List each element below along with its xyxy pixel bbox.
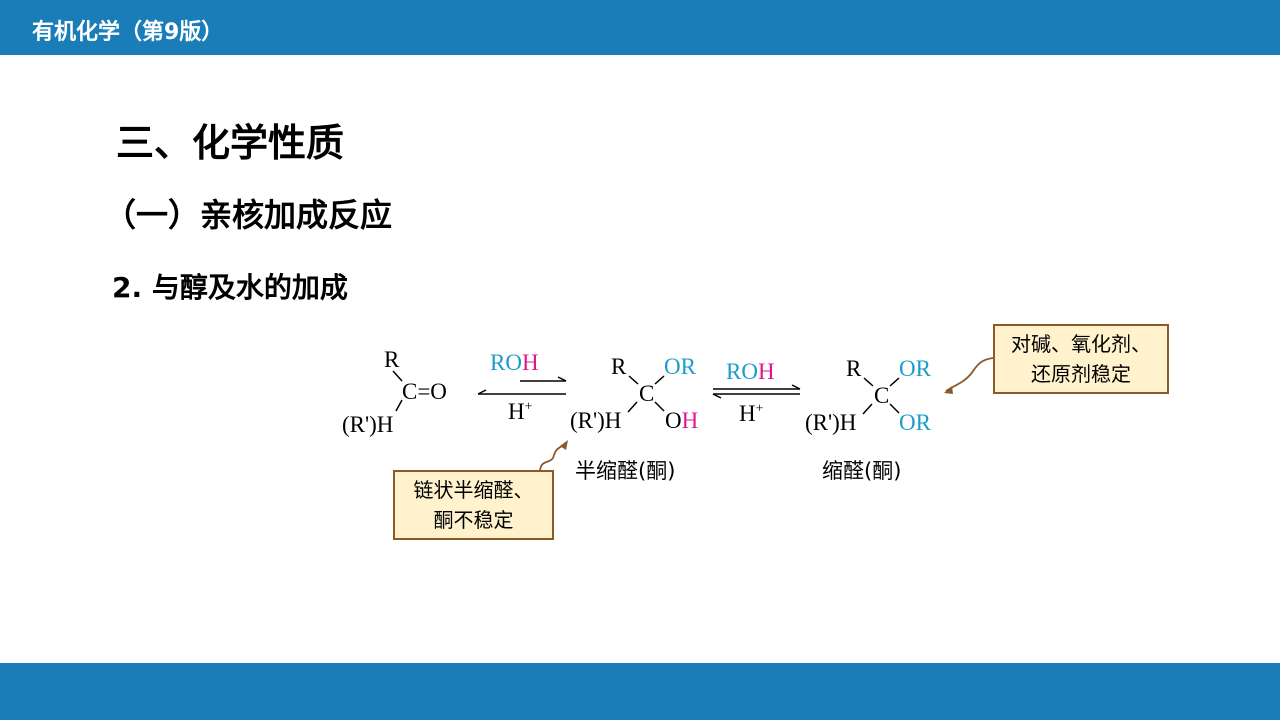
step1-reagent-ro: RO bbox=[490, 350, 522, 375]
step2-reagent-ro: RO bbox=[726, 359, 758, 384]
hemiacetal-note-line1: 链状半缩醛、 bbox=[413, 478, 534, 502]
acetal-note-box: 对碱、氧化剂、 还原剂稳定 bbox=[993, 324, 1169, 394]
reactant-carbonyl: C=O bbox=[402, 379, 447, 404]
hemiacetal-r: R bbox=[611, 354, 627, 379]
reactant-r: R bbox=[384, 347, 400, 372]
hemiacetal-note-box: 链状半缩醛、 酮不稳定 bbox=[393, 470, 554, 540]
reactant-rh: (R')H bbox=[342, 412, 394, 437]
acetal-label: 缩醛(酮) bbox=[822, 459, 902, 483]
step1-catalyst: H bbox=[508, 399, 525, 424]
step1-catalyst-charge: + bbox=[524, 399, 533, 415]
step1-reagent-h: H bbox=[521, 350, 539, 375]
acetal-r: R bbox=[846, 356, 862, 381]
hemiacetal-or: OR bbox=[664, 354, 696, 379]
acetal-or-top: OR bbox=[899, 356, 931, 381]
heading-chemical-properties: 三、化学性质 bbox=[116, 121, 345, 165]
acetal-note-line2: 还原剂稳定 bbox=[1031, 362, 1131, 386]
step2-catalyst: H bbox=[739, 401, 756, 426]
acetal-c: C bbox=[874, 383, 890, 408]
footer-bar bbox=[0, 663, 1280, 720]
header-bar: 有机化学（第9版） bbox=[0, 0, 1280, 55]
step2-catalyst-charge: + bbox=[755, 401, 764, 417]
acetal-note-line1: 对碱、氧化剂、 bbox=[1011, 332, 1151, 356]
hemiacetal-h: H bbox=[681, 408, 699, 433]
hemiacetal-o: O bbox=[665, 408, 682, 433]
heading-nucleophilic-addition: （一）亲核加成反应 bbox=[104, 196, 393, 234]
step2-reagent-h: H bbox=[757, 359, 775, 384]
hemiacetal-note-line2: 酮不稳定 bbox=[433, 508, 514, 532]
hemiacetal-c: C bbox=[639, 381, 655, 406]
hemiacetal-rh: (R')H bbox=[570, 408, 622, 433]
acetal-or-bottom: OR bbox=[899, 410, 931, 435]
acetal-note-arrow bbox=[945, 357, 994, 392]
heading-alcohol-water-addition: 2. 与醇及水的加成 bbox=[112, 271, 348, 304]
hemiacetal-label: 半缩醛(酮) bbox=[575, 459, 676, 483]
header-title: 有机化学（第9版） bbox=[32, 20, 224, 45]
acetal-rh: (R')H bbox=[805, 410, 857, 435]
